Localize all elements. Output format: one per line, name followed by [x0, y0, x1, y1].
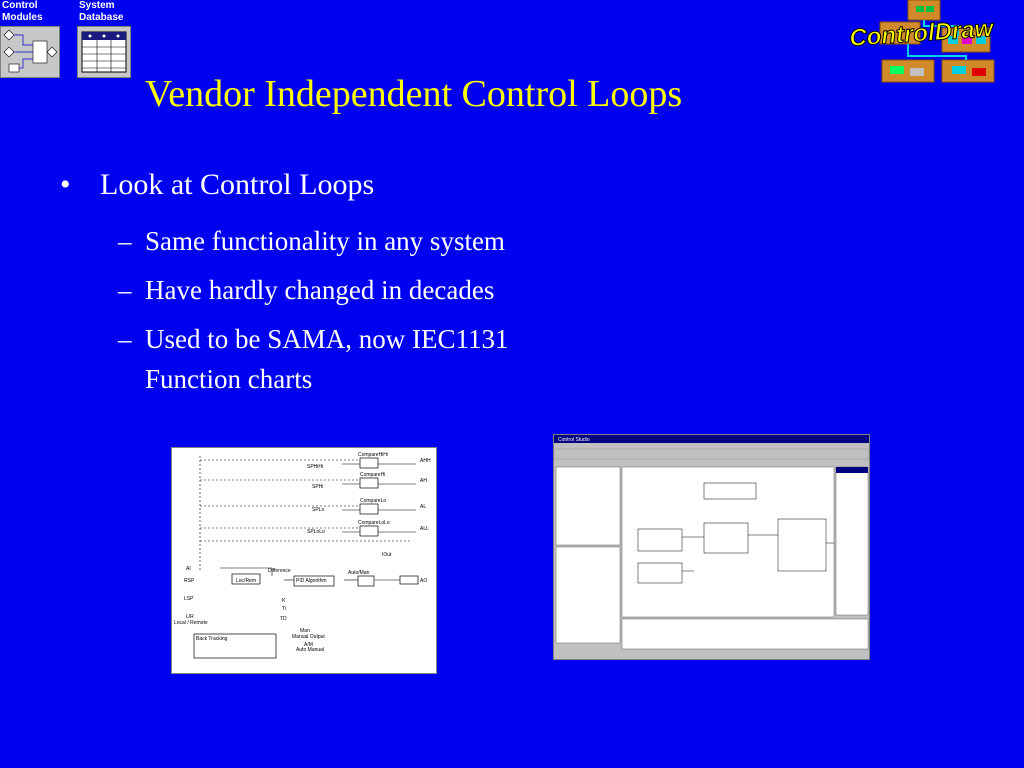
svg-text:A/M: A/M [304, 642, 313, 648]
svg-text:Back Tracking: Back Tracking [196, 636, 228, 642]
svg-text:LSP: LSP [184, 596, 194, 602]
sama-diagram-image: CompareHiHi CompareHi CompareLo CompareL… [171, 447, 437, 674]
svg-text:CompareLoLo: CompareLoLo [358, 520, 390, 526]
svg-text:SPLoLo: SPLoLo [307, 529, 325, 535]
system-database-button[interactable]: System Database [77, 0, 147, 78]
svg-text:Manual Output: Manual Output [292, 634, 325, 640]
svg-text:CompareHiHi: CompareHiHi [358, 452, 388, 458]
control-modules-button[interactable]: Control Modules [0, 0, 70, 78]
svg-text:SPHi: SPHi [312, 484, 323, 490]
slide-title: Vendor Independent Control Loops [145, 73, 683, 115]
svg-text:Auto Manual: Auto Manual [296, 647, 324, 653]
svg-text:PID Algorithm: PID Algorithm [296, 578, 327, 584]
control-studio-screenshot: Control Studio [553, 434, 870, 660]
sub-bullet-text: Same functionality in any system [145, 226, 505, 256]
bullet-dot: • [60, 168, 71, 201]
svg-text:Difference: Difference [268, 568, 291, 574]
database-icon [77, 26, 131, 78]
control-modules-icon [0, 26, 60, 78]
dash-icon: – [118, 324, 132, 354]
svg-text:Man: Man [300, 628, 310, 634]
svg-text:SPLo: SPLo [312, 507, 324, 513]
system-database-label: System Database [79, 0, 124, 23]
svg-text:ALL: ALL [420, 526, 429, 532]
sub-bullet-continuation: Function charts [145, 364, 313, 394]
svg-text:L/R: L/R [186, 614, 194, 620]
bullet-text: Look at Control Loops [100, 168, 375, 201]
sub-bullet-text: Used to be SAMA, now IEC1131 [145, 324, 509, 354]
svg-text:SPHiHi: SPHiHi [307, 464, 323, 470]
control-modules-label: Control Modules [2, 0, 43, 23]
svg-text:AL: AL [420, 504, 426, 510]
svg-text:IOut: IOut [382, 552, 392, 558]
svg-text:TD: TD [280, 616, 287, 622]
svg-text:Loc/Rem: Loc/Rem [236, 578, 256, 584]
svg-text:AH: AH [420, 478, 427, 484]
sub-bullet-text: Have hardly changed in decades [145, 275, 495, 305]
svg-text:AI: AI [186, 566, 191, 572]
svg-text:K: K [282, 598, 286, 604]
svg-text:AO: AO [420, 578, 427, 584]
svg-text:AHH: AHH [420, 458, 431, 464]
svg-text:Ti: Ti [282, 606, 286, 612]
svg-text:CompareHi: CompareHi [360, 472, 385, 478]
svg-text:Auto/Man: Auto/Man [348, 570, 370, 576]
dash-icon: – [118, 226, 132, 256]
bullet-item: • Look at Control Loops [60, 168, 374, 202]
control-studio-title: Control Studio [558, 437, 590, 443]
controldraw-logo: ControlDraw [848, 0, 998, 84]
dash-icon: – [118, 275, 132, 305]
svg-text:Local / Remote: Local / Remote [174, 620, 208, 626]
svg-text:RSP: RSP [184, 578, 195, 584]
svg-text:CompareLo: CompareLo [360, 498, 386, 504]
